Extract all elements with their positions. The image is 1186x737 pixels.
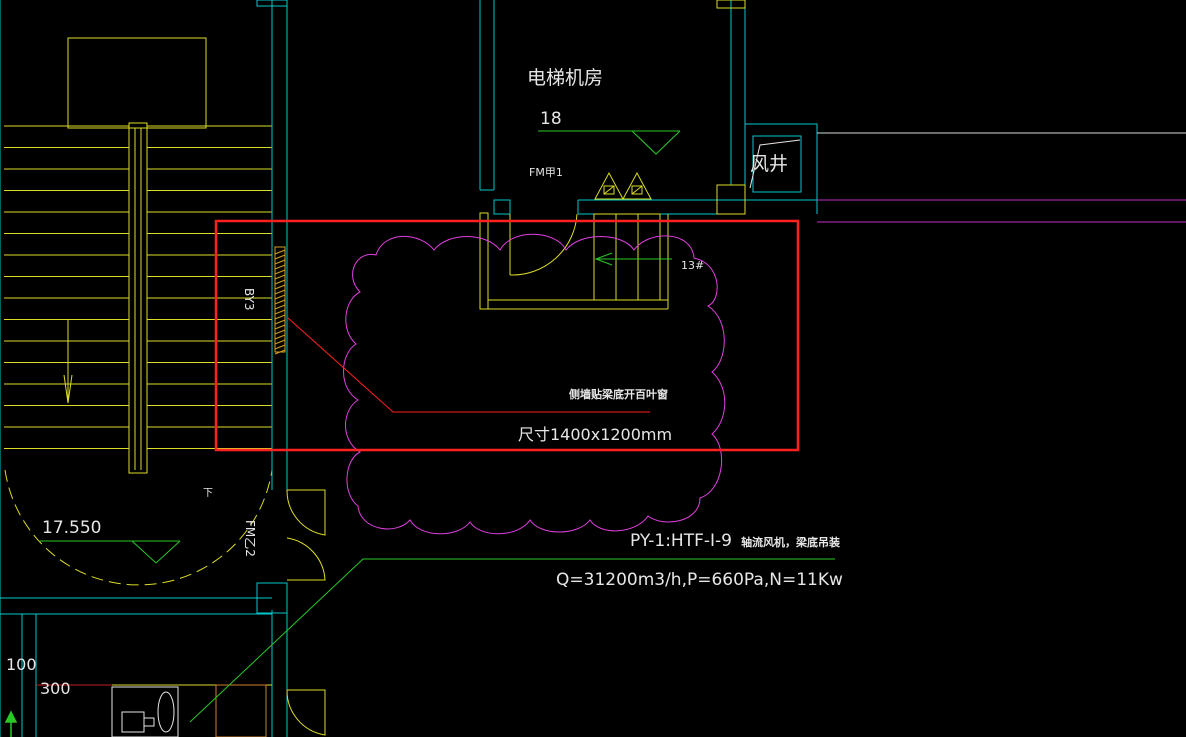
leader-line-red bbox=[287, 317, 650, 413]
hatch-line bbox=[274, 344, 286, 350]
hatch-line bbox=[274, 254, 286, 260]
shaft-label: 风井 bbox=[750, 153, 788, 175]
hatch-line bbox=[274, 334, 286, 340]
hatch-line bbox=[274, 264, 286, 270]
stair-level-label: 17.550 bbox=[42, 518, 101, 538]
revision-cloud bbox=[343, 233, 726, 535]
highlight-box bbox=[214, 219, 800, 452]
hatch-line bbox=[274, 299, 286, 305]
hatched-strip bbox=[274, 246, 286, 355]
hatch-line bbox=[274, 329, 286, 335]
stair-landing-arc bbox=[4, 469, 273, 586]
stair-treads bbox=[4, 125, 272, 449]
hatch-line bbox=[274, 314, 286, 320]
louver-size-label: 尺寸1400x1200mm bbox=[518, 425, 672, 444]
hatch-line bbox=[274, 294, 286, 300]
arrow-13 bbox=[594, 252, 672, 266]
level-marker-17550 bbox=[40, 540, 181, 564]
leader-line-green bbox=[189, 558, 835, 723]
room-level-label: 18 bbox=[540, 109, 562, 129]
hatch-line bbox=[274, 284, 286, 290]
hatch-line bbox=[274, 304, 286, 310]
duct-lines bbox=[749, 132, 1186, 223]
by3-label: BY3 bbox=[242, 288, 256, 311]
room-name-label: 电梯机房 bbox=[527, 67, 603, 89]
fan-hatch-marks bbox=[603, 185, 643, 195]
hatch-line bbox=[274, 339, 286, 345]
hatch-line bbox=[274, 269, 286, 275]
hatch-line bbox=[274, 349, 286, 355]
hatch-line bbox=[274, 324, 286, 330]
hatch-line bbox=[274, 319, 286, 325]
louver-note-label: 侧墙贴梁底开百叶窗 bbox=[569, 387, 668, 401]
door-fm2-label: FM乙2 bbox=[243, 520, 257, 557]
level-marker-18 bbox=[538, 130, 681, 155]
dim-300-label: 300 bbox=[40, 679, 71, 698]
hatch-line bbox=[274, 274, 286, 280]
equipment-box bbox=[111, 686, 179, 737]
up-arrow-icon bbox=[4, 710, 18, 737]
dim-100-label: 100 bbox=[6, 655, 37, 674]
door-and-column-lines bbox=[36, 0, 746, 736]
hatch-line bbox=[274, 259, 286, 265]
wall-lines bbox=[0, 0, 818, 737]
door-fm1-label: FM甲1 bbox=[529, 166, 563, 179]
hatch-line bbox=[274, 249, 286, 255]
fan-model-label: PY-1:HTF-I-9 轴流风机，梁底吊装 bbox=[630, 531, 840, 551]
stair-outline bbox=[63, 37, 207, 474]
hatch-line bbox=[274, 279, 286, 285]
fan-spec-label: Q=31200m3/h,P=660Pa,N=11Kw bbox=[556, 570, 843, 590]
hatch-line bbox=[274, 289, 286, 295]
down-mark-label: 下 bbox=[203, 488, 213, 499]
equipment-panel-orange bbox=[215, 684, 267, 737]
hatch-line bbox=[274, 309, 286, 315]
arrow-13-label: 13# bbox=[681, 259, 704, 272]
